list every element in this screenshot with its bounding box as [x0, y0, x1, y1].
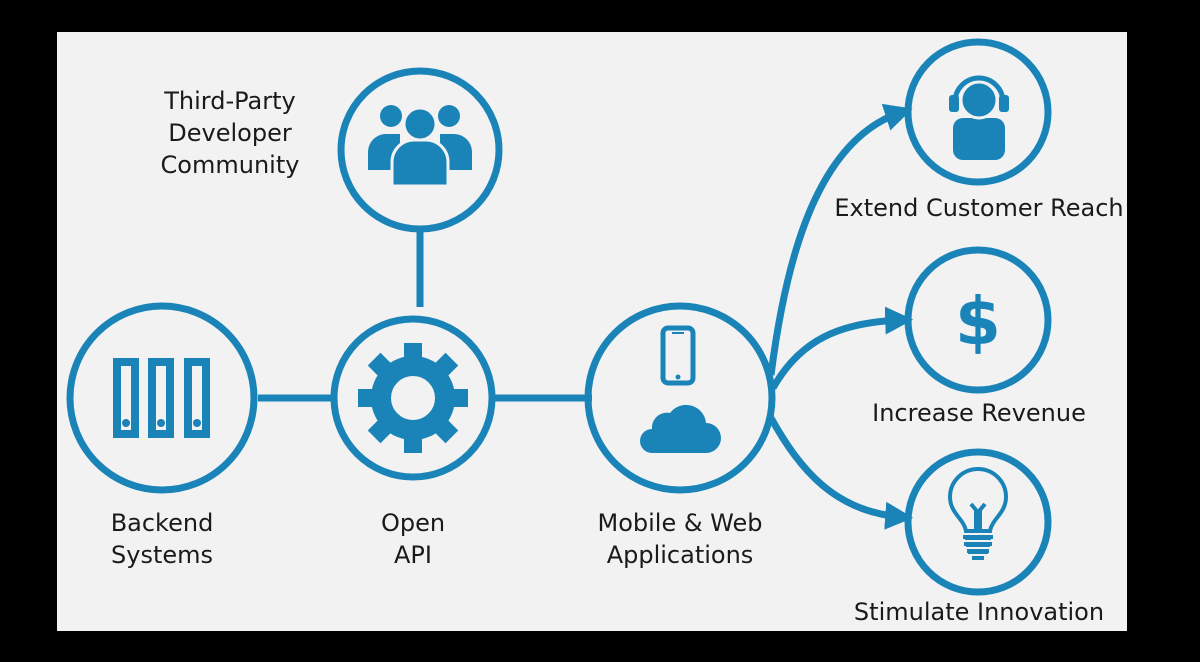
arrow-to-revenue [769, 306, 914, 390]
label-api: Open API [380, 509, 446, 569]
node-api [330, 315, 496, 481]
label-innovation: Stimulate Innovation [853, 598, 1105, 626]
node-community [337, 67, 503, 233]
gear-icon [358, 343, 468, 453]
label-reach: Extend Customer Reach [834, 194, 1124, 222]
headset-person-icon [949, 75, 1009, 160]
node-reach [904, 38, 1052, 186]
label-apps: Mobile & Web Applications [597, 509, 763, 569]
lightbulb-icon [947, 467, 1009, 554]
arrow-to-reach [767, 103, 913, 376]
arrow-to-innovation [767, 416, 914, 530]
node-apps [584, 302, 776, 494]
people-group-icon [368, 105, 472, 188]
label-backend: Backend Systems [110, 509, 214, 569]
node-backend [66, 302, 258, 494]
server-racks-icon [113, 358, 210, 438]
label-revenue: Increase Revenue [872, 399, 1086, 427]
node-revenue [904, 246, 1052, 394]
phone-cloud-icon [640, 325, 721, 453]
diagram-background [57, 32, 1127, 631]
label-community: Third-Party Developer Community [160, 87, 300, 179]
dollar-icon: $ [955, 283, 1001, 360]
node-innovation [904, 448, 1052, 596]
